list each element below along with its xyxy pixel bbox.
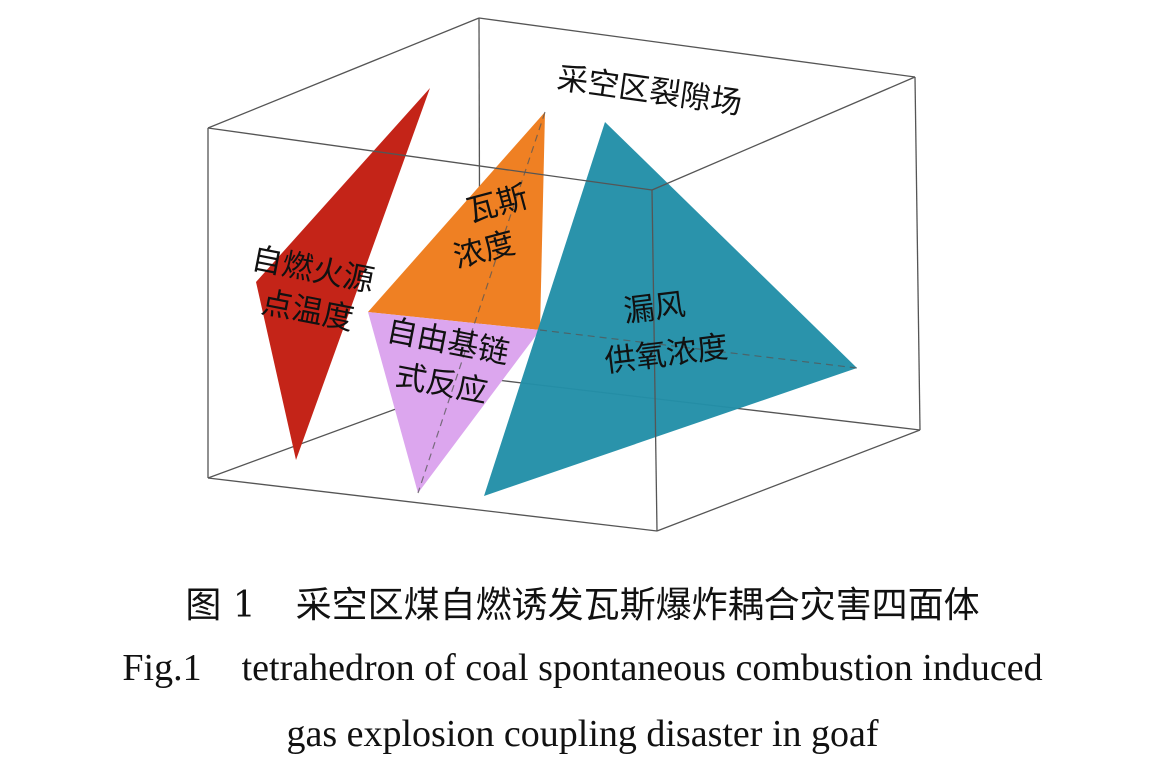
red-triangle-face — [256, 88, 430, 460]
label-fracture-field: 采空区裂隙场 — [555, 60, 744, 122]
caption-english-line2: gas explosion coupling disaster in goaf — [0, 712, 1165, 756]
hidden-edges — [417, 111, 858, 494]
caption-chinese: 图 1 采空区煤自燃诱发瓦斯爆炸耦合灾害四面体 — [0, 576, 1165, 628]
teal-triangle-face — [484, 122, 857, 496]
caption-en-title-line2: gas explosion coupling disaster in goaf — [286, 713, 879, 755]
caption-en-number: Fig.1 — [122, 647, 202, 689]
tetrahedron-diagram: 采空区裂隙场 瓦斯 浓度 自燃火源 点温度 自由基链 式反应 漏风 供氧浓度 — [207, 17, 921, 532]
caption-en-title-line1: tetrahedron of coal spontaneous combusti… — [241, 647, 1043, 689]
caption-cn-title: 采空区煤自燃诱发瓦斯爆炸耦合灾害四面体 — [295, 585, 980, 626]
bounding-box-front — [207, 76, 921, 532]
caption-cn-number: 图 1 — [185, 585, 256, 626]
label-air-leak-line1: 漏风 — [622, 287, 688, 330]
orange-triangle-face — [368, 112, 545, 330]
purple-triangle-face — [368, 312, 540, 493]
caption-english-line1: Fig.1 tetrahedron of coal spontaneous com… — [0, 646, 1165, 690]
